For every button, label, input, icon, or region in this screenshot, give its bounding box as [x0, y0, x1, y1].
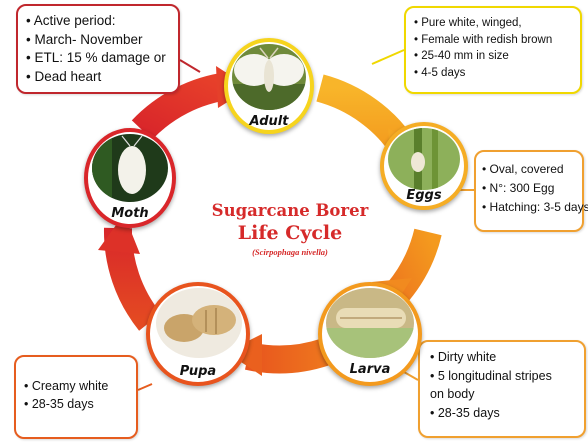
pupa-note-line: 28-35 days: [24, 395, 128, 413]
larva-photo: [326, 288, 414, 358]
stage-moth: Moth: [84, 128, 176, 228]
pupa-note: Creamy white 28-35 days: [14, 355, 138, 439]
larva-note: Dirty white 5 longitudinal stripes on bo…: [418, 340, 586, 438]
diagram-title: Sugarcane Borer Life Cycle: [190, 200, 390, 244]
active-note-line: Dead heart: [26, 68, 170, 87]
stage-label-larva: Larva: [322, 362, 418, 377]
active-note-line: March- November: [26, 31, 170, 50]
active-period-note: Active period: March- November ETL: 15 %…: [16, 4, 180, 94]
larva-note-line: Dirty white: [430, 348, 574, 367]
moth-photo: [92, 134, 168, 202]
larva-note-line: 5 longitudinal stripes: [430, 367, 574, 386]
stage-adult: Adult: [224, 38, 314, 134]
title-line-2: Life Cycle: [190, 222, 390, 244]
stage-label-moth: Moth: [88, 206, 172, 221]
larva-note-line: 28-35 days: [430, 404, 574, 423]
eggs-note-line: Hatching: 3-5 days: [482, 198, 576, 217]
adult-note-line: Pure white, winged,: [414, 15, 572, 32]
eggs-note-line: Oval, covered: [482, 160, 576, 179]
pupa-note-line: Creamy white: [24, 377, 128, 395]
adult-moth-photo: [232, 44, 306, 110]
title-line-1: Sugarcane Borer: [190, 200, 390, 222]
eggs-note-line: N°: 300 Egg: [482, 179, 576, 198]
active-note-line: ETL: 15 % damage or: [26, 49, 170, 68]
larva-note-line: on body: [430, 385, 574, 404]
active-note-line: Active period:: [26, 12, 170, 31]
stage-eggs: Eggs: [380, 122, 468, 210]
stage-larva: Larva: [318, 282, 422, 386]
adult-note-line: 25-40 mm in size: [414, 48, 572, 65]
stage-label-eggs: Eggs: [384, 188, 464, 203]
stage-pupa: Pupa: [146, 282, 250, 386]
scientific-name: (Scirpophaga nivella): [190, 247, 390, 257]
adult-note-line: Female with redish brown: [414, 32, 572, 49]
stage-label-pupa: Pupa: [150, 364, 246, 379]
adult-note-line: 4-5 days: [414, 65, 572, 82]
eggs-note: Oval, covered N°: 300 Egg Hatching: 3-5 …: [474, 150, 584, 232]
stage-label-adult: Adult: [228, 114, 310, 129]
eggs-photo: [388, 128, 460, 190]
pupa-photo: [156, 288, 242, 358]
adult-note: Pure white, winged, Female with redish b…: [404, 6, 582, 94]
